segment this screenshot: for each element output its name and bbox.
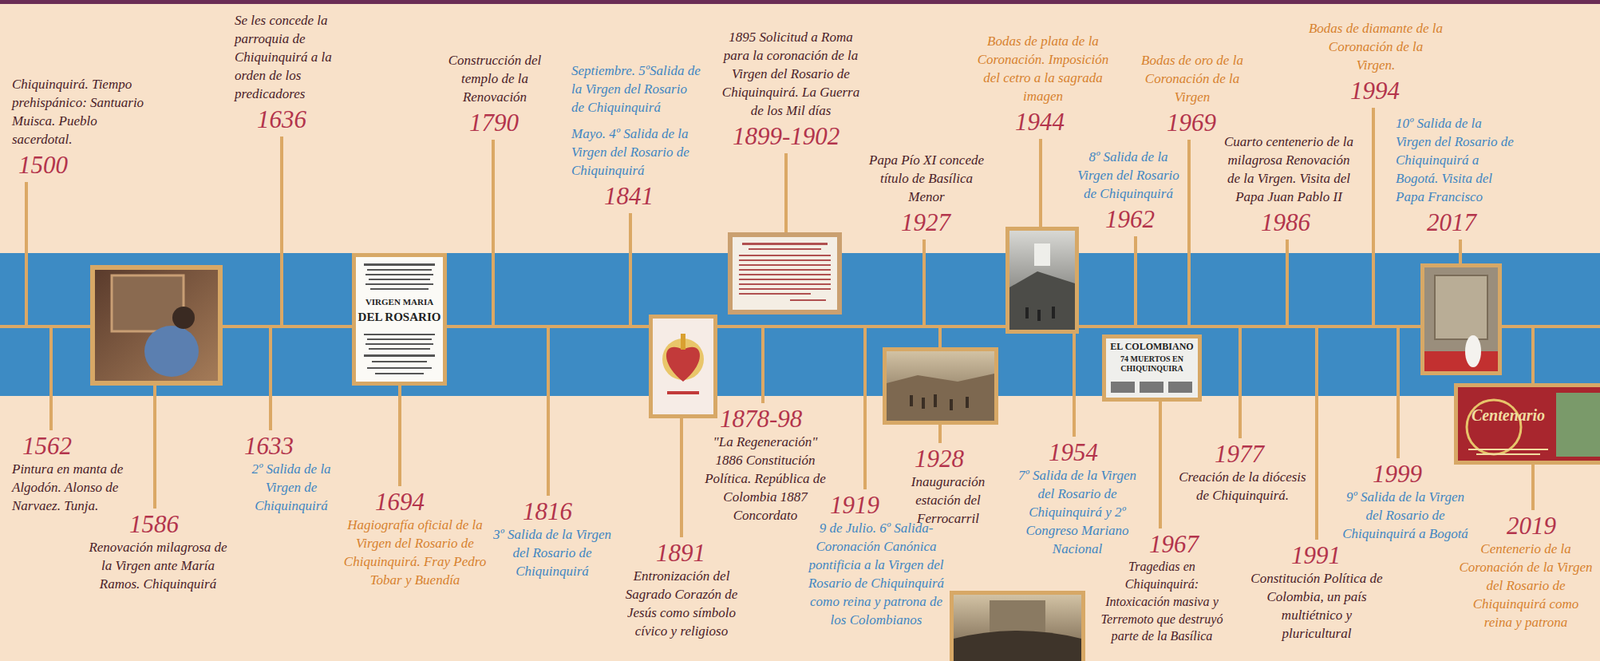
event-note: 3º Salida de la Virgen del Rosario de Ch… bbox=[492, 525, 613, 581]
event-year: 1500 bbox=[18, 151, 68, 179]
event-year: 1816 bbox=[522, 497, 573, 526]
event-year: 1944 bbox=[1015, 108, 1065, 136]
event-note: 1895 Solicitud a Roma para la coronación… bbox=[721, 27, 862, 120]
event-note: Papa Pío XI concede título de Basílica M… bbox=[866, 150, 987, 206]
event-note: Chiquinquirá. Tiempo prehispánico: Santu… bbox=[11, 75, 152, 149]
basilica-photo bbox=[1005, 226, 1079, 334]
time-band bbox=[0, 252, 1600, 396]
event-note: "La Regeneración" 1886 Constitución Polí… bbox=[703, 432, 828, 525]
event-note: Cuarto centenerio de la milagrosa Renova… bbox=[1220, 132, 1357, 206]
event-year: 1927 bbox=[900, 209, 951, 237]
event-year: 1954 bbox=[1048, 438, 1099, 467]
event-note: Entronización del Sagrado Corazón de Jes… bbox=[617, 566, 746, 640]
document-picture bbox=[727, 232, 842, 315]
picture-text: Centenario bbox=[1464, 405, 1553, 425]
event-note: 7º Salida de la Virgen del Rosario de Ch… bbox=[1014, 466, 1141, 558]
event-year: 2019 bbox=[1506, 512, 1557, 540]
event-note: Pintura en manta de Algodón. Alonso de N… bbox=[11, 459, 152, 515]
event-note: Se les concede la parroquia de Chiquinqu… bbox=[234, 11, 351, 103]
event-year: 1928 bbox=[914, 445, 964, 473]
event-year: 1899-1902 bbox=[732, 122, 840, 151]
event-note: Constitución Política de Colombia, un pa… bbox=[1248, 568, 1385, 643]
event-year: 1636 bbox=[256, 106, 307, 134]
event-note: 9 de Julio. 6º Salida- Coronación Canóni… bbox=[806, 518, 947, 629]
book-picture bbox=[351, 252, 447, 386]
event-year: 1986 bbox=[1260, 209, 1311, 237]
event-note: Renovación milagrosa de la Virgen ante M… bbox=[86, 537, 230, 593]
picture-text: 74 MUERTOS EN CHIQUINQUIRA bbox=[1107, 354, 1197, 374]
event-note: Tragedias en Chiquinquirá: Intoxicación … bbox=[1098, 557, 1226, 645]
event-note: Inauguración estación del Ferrocarril bbox=[888, 472, 1008, 528]
event-note: Hagiografía oficial de la Virgen del Ros… bbox=[343, 515, 487, 589]
painting-picture bbox=[90, 264, 223, 386]
event-year: 1633 bbox=[244, 432, 294, 460]
event-note: 10º Salida de la Virgen del Rosario de C… bbox=[1395, 114, 1520, 206]
event-note: Bodas de oro de la Coronación de la Virg… bbox=[1132, 51, 1253, 107]
picture-text: DEL ROSARIO bbox=[357, 309, 442, 324]
event-year: 1790 bbox=[469, 109, 519, 137]
event-year: 1962 bbox=[1105, 205, 1155, 234]
event-note: Mayo. 4º Salida de la Virgen del Rosario… bbox=[571, 124, 704, 180]
event-year: 1878-98 bbox=[719, 405, 802, 433]
event-note: Bodas de diamante de la Coronación de la… bbox=[1307, 19, 1444, 75]
top-bar bbox=[0, 0, 1600, 4]
pope-visit-picture bbox=[1420, 263, 1502, 376]
event-year: 2017 bbox=[1426, 209, 1477, 237]
event-year: 1991 bbox=[1291, 541, 1341, 569]
event-note: Centenerio de la Coronación de la Virgen… bbox=[1457, 539, 1594, 632]
sacred-heart-picture bbox=[648, 314, 718, 419]
centenary-picture bbox=[1453, 383, 1600, 465]
railway-photo bbox=[882, 347, 999, 425]
event-year: 1999 bbox=[1372, 460, 1423, 488]
newspaper-picture bbox=[1102, 334, 1202, 402]
event-note: Bodas de plata de la Coronación. Imposic… bbox=[975, 31, 1111, 106]
event-year: 1969 bbox=[1166, 109, 1217, 137]
event-note: 9º Salida de la Virgen del Rosario de Ch… bbox=[1337, 487, 1474, 543]
event-note: 2º Salida de la Virgen de Chiquinquirá bbox=[241, 459, 342, 515]
picture-text: VIRGEN MARIA bbox=[357, 296, 442, 308]
crowd-photo bbox=[949, 590, 1086, 661]
event-year: 1919 bbox=[829, 491, 880, 519]
event-year: 1841 bbox=[604, 182, 654, 210]
event-note: Creación de la diócesis de Chiquinquirá. bbox=[1178, 467, 1307, 505]
event-note: 8º Salida de la Virgen del Rosario de Ch… bbox=[1072, 147, 1185, 203]
event-year: 1891 bbox=[655, 539, 706, 567]
event-year: 1977 bbox=[1214, 440, 1265, 468]
tick-lines bbox=[0, 107, 1600, 540]
event-year: 1994 bbox=[1350, 77, 1400, 105]
event-year: 1694 bbox=[375, 488, 425, 516]
event-year: 1586 bbox=[129, 510, 179, 538]
event-year: 1562 bbox=[22, 432, 72, 460]
event-note: Septiembre. 5ºSalida de la Virgen del Ro… bbox=[571, 61, 704, 117]
event-note: Construcción del templo de la Renovación bbox=[434, 51, 555, 107]
picture-text: EL COLOMBIANO bbox=[1107, 340, 1197, 352]
event-year: 1967 bbox=[1149, 530, 1199, 558]
